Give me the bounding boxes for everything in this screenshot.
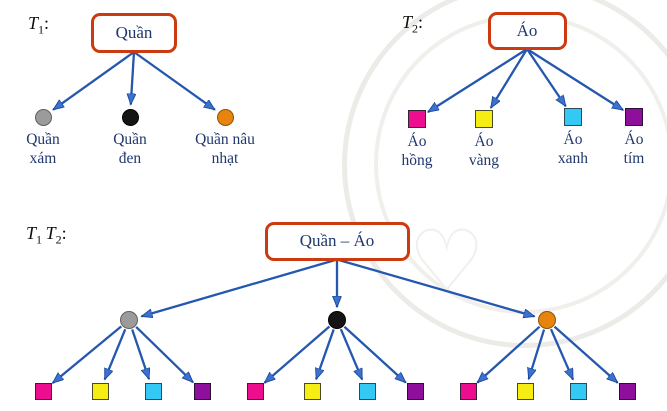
t1t2-symbol-2: T: [45, 223, 56, 243]
ao-tim-node: [625, 108, 643, 126]
ao-xanh-node-label-line: xanh: [557, 150, 589, 167]
ao-vang-node-label-line: vàng: [468, 152, 500, 169]
t1-subscript: 1: [38, 22, 45, 37]
quan-xam-node-label-line: Quần: [26, 130, 60, 148]
brown-blue-shirt-node: [569, 382, 587, 400]
t1t2-colon: :: [61, 223, 67, 243]
arrow: [526, 48, 623, 111]
gray-blue-shirt-node: [144, 382, 162, 400]
t2-subscript: 2: [412, 21, 419, 36]
t1-symbol: T: [28, 13, 39, 33]
gray-purple-shirt-node: [193, 382, 211, 400]
quan-box: Quần: [91, 13, 177, 53]
t1t2-symbol-1: T: [26, 223, 37, 243]
quan-ao-box-label: Quần – Áo: [299, 231, 375, 250]
quan-xam-node: [34, 108, 52, 126]
black-blue-shirt-node: [358, 382, 376, 400]
brown-yellow-shirt-node: [516, 382, 534, 400]
black-pink-shirt-node: [246, 382, 264, 400]
arrow: [489, 48, 528, 108]
quan-den-node: [121, 108, 139, 126]
quan-nau-nhat-node-label-line: Quần nâu: [195, 130, 255, 148]
t1t2-subscript-2: 2: [55, 232, 62, 247]
arrow: [477, 325, 541, 384]
arrow: [549, 328, 575, 379]
ao-vang-node: [475, 110, 493, 128]
ao-tim-node-label-line: tím: [623, 150, 645, 167]
ao-box-label: Áo: [516, 21, 538, 40]
t2-colon: :: [418, 12, 424, 32]
ao-vang-node-label-line: Áo: [474, 133, 494, 150]
ao-hong-node-label-line: hồng: [401, 152, 433, 169]
quan-ao-box: Quần – Áo: [264, 221, 410, 261]
quan-den-node-label-line: đen: [118, 149, 142, 167]
arrow: [141, 258, 338, 317]
brown-pants-node: [538, 311, 556, 329]
arrow: [526, 48, 567, 106]
ao-tim-node-label-line: Áo: [624, 131, 644, 148]
ao-hong-node: [408, 110, 426, 128]
arrow: [336, 258, 535, 317]
arrow: [529, 329, 546, 380]
gray-pink-shirt-node: [34, 382, 52, 400]
ao-xanh-node-label-line: Áo: [563, 131, 583, 148]
arrow: [553, 325, 617, 384]
ao-box: Áo: [487, 12, 567, 50]
black-pants-node: [328, 311, 346, 329]
t1t2-label: T1 T2:: [26, 223, 67, 248]
brown-purple-shirt-node: [618, 382, 636, 400]
arrow: [103, 328, 127, 379]
ao-tim-node-label: Áo tím: [569, 130, 667, 168]
brown-pink-shirt-node: [459, 382, 477, 400]
black-purple-shirt-node: [406, 382, 424, 400]
arrow: [135, 326, 193, 382]
black-yellow-shirt-node: [303, 382, 321, 400]
t1t2-subscript-1: 1: [36, 232, 43, 247]
arrow: [428, 48, 528, 113]
arrow: [53, 325, 123, 384]
arrow: [343, 325, 405, 384]
quan-nau-nhat-node-label-line: nhạt: [211, 149, 239, 167]
ao-hong-node-label-line: Áo: [407, 133, 427, 150]
arrow: [131, 329, 149, 379]
ao-hong-node-label: Áo hồng: [352, 132, 482, 170]
t1-label: T1:: [28, 13, 49, 38]
t2-symbol: T: [402, 12, 413, 32]
arrow: [131, 51, 134, 105]
ao-xanh-node-label: Áo xanh: [508, 130, 638, 168]
arrow: [264, 325, 331, 384]
arrow: [339, 328, 364, 379]
quan-box-label: Quần: [115, 23, 153, 42]
arrow: [133, 51, 215, 111]
arrow: [315, 329, 335, 379]
quan-den-node-label-line: Quần: [113, 130, 147, 148]
gray-pants-node: [120, 311, 138, 329]
ao-xanh-node: [564, 108, 582, 126]
quan-nau-nhat-node: [216, 108, 234, 126]
quan-xam-node-label-line: xám: [29, 149, 57, 167]
gray-yellow-shirt-node: [91, 382, 109, 400]
arrow: [53, 51, 135, 111]
t1-colon: :: [44, 13, 50, 33]
t2-label: T2:: [402, 12, 423, 37]
ao-vang-node-label: Áo vàng: [419, 132, 549, 170]
